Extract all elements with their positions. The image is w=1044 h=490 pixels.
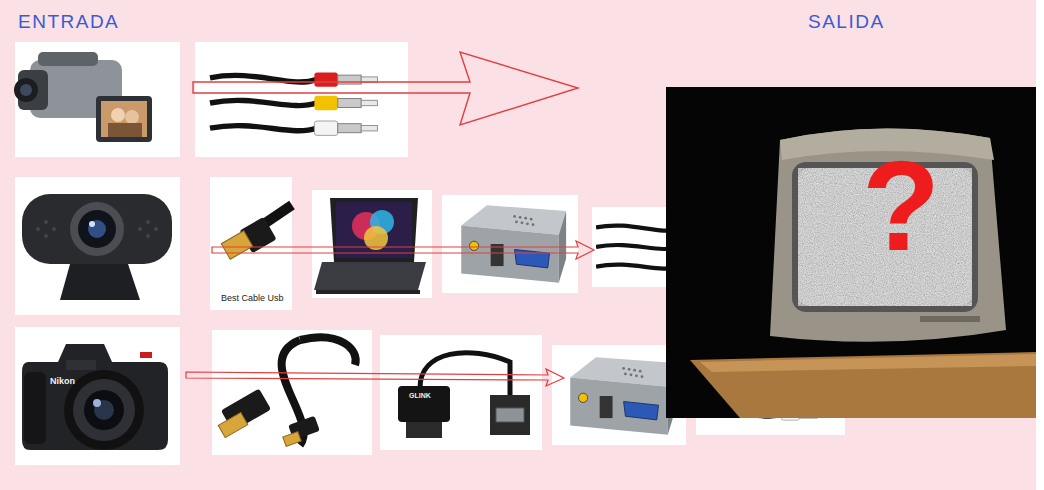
vga-to-av-converter-picture — [442, 195, 578, 293]
hdmi-to-vga-adapter-picture — [380, 335, 542, 450]
vga-to-av-converter-picture — [552, 345, 686, 445]
flow-arrow — [212, 241, 594, 259]
flow-arrow — [193, 52, 578, 125]
section-heading: ENTRADA — [18, 12, 119, 33]
laptop-picture — [312, 190, 432, 298]
picture-caption: Best Cable Usb — [221, 294, 284, 304]
webcam-picture — [15, 177, 180, 315]
camcorder-picture — [14, 42, 180, 157]
usb-cable-picture — [210, 177, 292, 310]
tv-picture — [666, 87, 1036, 418]
dslr-camera-picture — [15, 327, 180, 465]
hdmi-cable-picture — [212, 330, 372, 455]
section-heading: SALIDA — [808, 12, 885, 33]
brand-mark: Nikon — [50, 377, 75, 387]
flow-arrow — [186, 369, 564, 386]
question-mark: ? — [862, 142, 940, 270]
brand-mark: GLINK — [409, 392, 431, 400]
rca-cable-picture — [195, 42, 408, 157]
